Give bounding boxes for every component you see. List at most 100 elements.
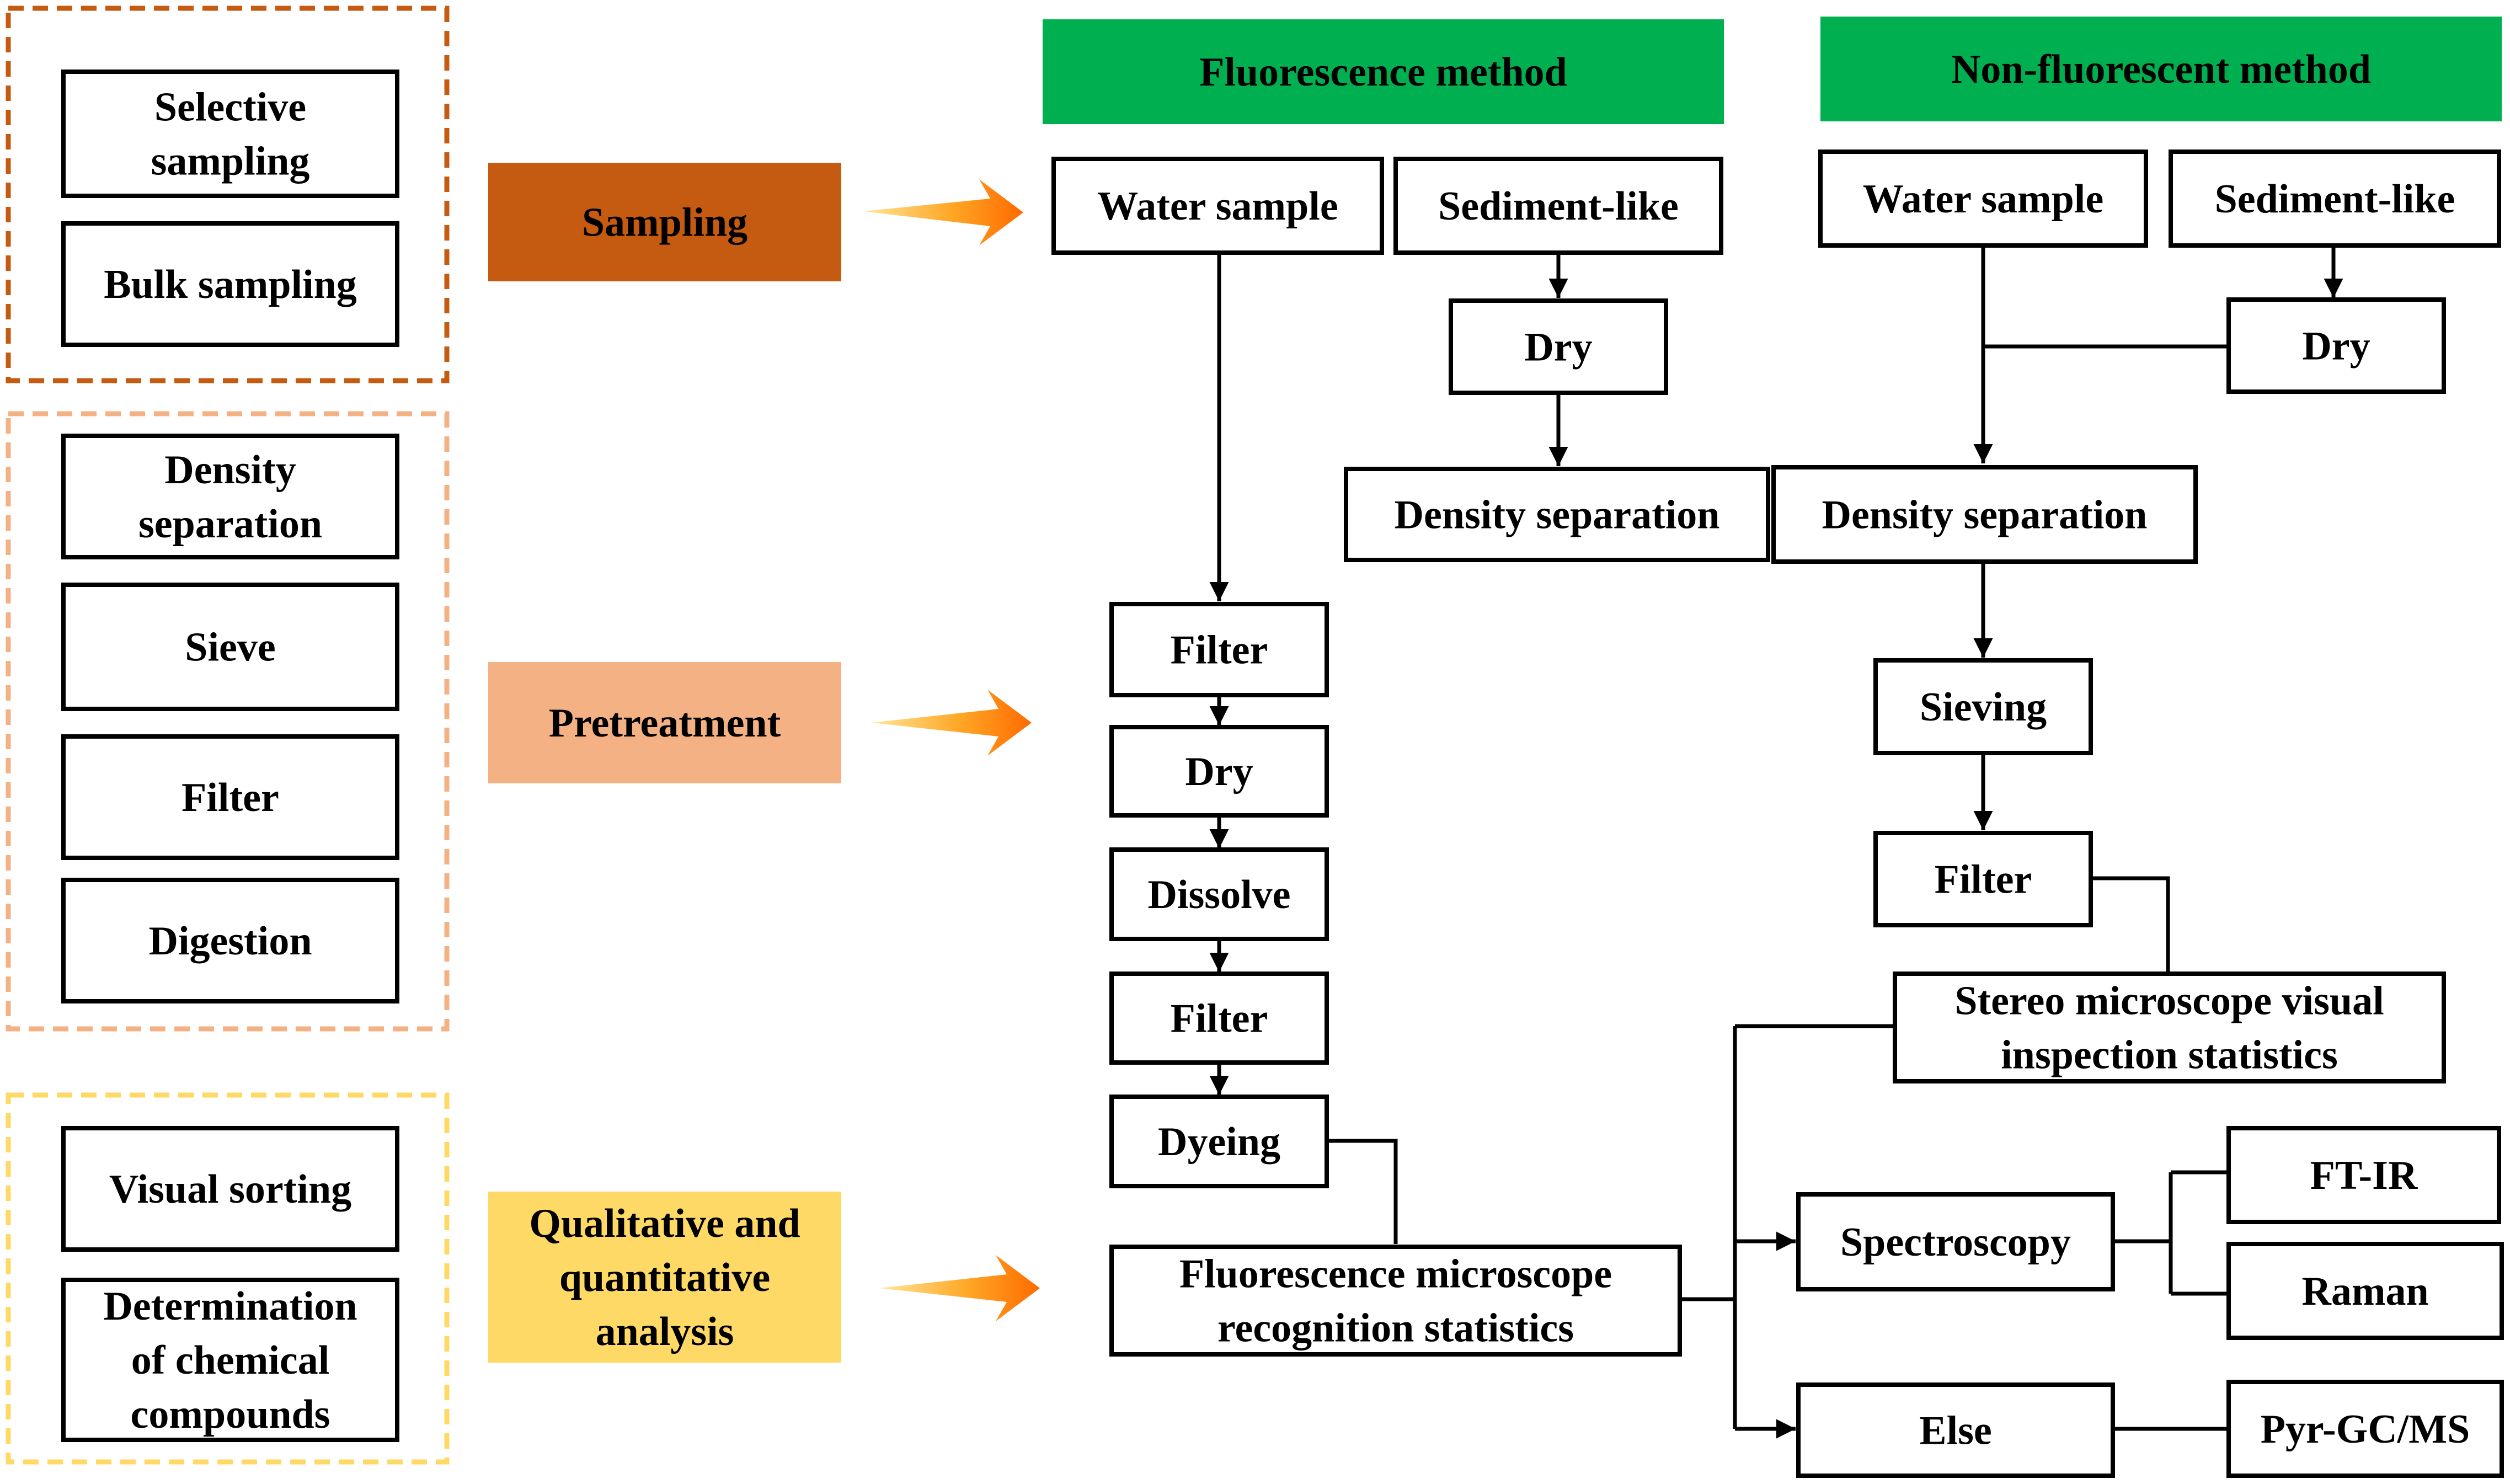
nf-sediment-like-box: Sediment-like [2169,150,2501,248]
ftir-box-frame [2226,1126,2501,1224]
fl-sediment-like-box: Sediment-like [1393,157,1723,255]
bulk-sampling-box-label: Bulk sampling [104,262,357,307]
nf-dry-box: Dry [2226,297,2446,394]
nf-water-sample-box-label: Water sample [1863,177,2103,222]
nf-density-separation-box-label: Density separation [1822,493,2148,538]
fl-dry-box-2: Dry [1109,725,1329,818]
fluorescence-method-header-frame [1043,19,1724,124]
analysis-group-frame [6,1092,450,1465]
pyr-gcms-box-frame [2226,1380,2504,1478]
nf-dry-box-label: Dry [2302,324,2370,369]
fl-water-sample-box: Water sample [1051,157,1384,255]
non-fluorescent-method-header-frame [1820,17,2502,121]
else-box-label: Else [1919,1408,1992,1454]
fl-filter-box-2-label: Filter [1171,996,1268,1042]
nf-filter-box-frame [1873,831,2093,927]
connector [2091,876,2170,974]
spectroscopy-box-label: Spectroscopy [1840,1220,2071,1265]
fl-dissolve-box-frame [1109,847,1329,941]
sieve-option-box-label: Sieve [185,625,275,670]
fl-dry-box-label: Dry [1524,325,1592,370]
digestion-option-box: Digestion [61,878,399,1003]
digestion-option-box-frame [61,878,399,1003]
else-box-frame [1796,1382,2115,1478]
fl-density-separation-box-frame [1344,467,1770,562]
fl-dissolve-box-label: Dissolve [1148,872,1291,917]
stereo-microscope-box-frame [1893,971,2446,1083]
nf-sediment-like-box-frame [2169,150,2501,248]
fl-filter-box-1-label: Filter [1171,628,1268,673]
visual-sorting-box: Visual sorting [61,1126,399,1252]
pyr-gcms-box: Pyr-GC/MS [2226,1380,2504,1478]
visual-sorting-box-frame [61,1126,399,1252]
fl-dry-box-2-label: Dry [1185,749,1253,794]
fl-filter-box-1-frame [1109,602,1329,697]
fl-density-separation-box: Density separation [1344,467,1770,562]
non-fluorescent-method-header: Non-fluorescent method [1820,17,2502,121]
fl-filter-box-2: Filter [1109,971,1329,1065]
fl-filter-box-1: Filter [1109,602,1329,697]
ftir-box-label: FT-IR [2310,1153,2418,1198]
fl-dry-box-2-frame [1109,725,1329,818]
visual-sorting-box-label: Visual sorting [109,1167,351,1212]
filter-option-box-frame [61,734,399,860]
fl-dissolve-box: Dissolve [1109,847,1329,941]
chemical-determination-box-frame [61,1278,399,1442]
raman-box-frame [2226,1242,2504,1340]
sieve-option-box: Sieve [61,583,399,711]
pretreatment-stage-arrow [872,690,1032,756]
raman-box: Raman [2226,1242,2504,1340]
nf-filter-box: Filter [1873,831,2093,927]
sampling-stage-label-label: Sampling [582,200,747,245]
fluorescence-method-header-label: Fluorescence method [1199,50,1567,95]
pretreatment-stage-label-label: Pretreatment [549,701,781,746]
nf-sieving-box: Sieving [1873,658,2093,755]
fluorescence-method-header: Fluorescence method [1043,19,1724,124]
fl-dry-box-frame [1449,298,1668,395]
fl-sediment-like-box-label: Sediment-like [1438,184,1679,229]
else-box: Else [1796,1382,2115,1478]
fluorescence-microscope-box-frame [1109,1245,1682,1357]
nf-sediment-like-box-label: Sediment-like [2215,177,2455,222]
nf-water-sample-box: Water sample [1818,150,2148,248]
filter-option-box-label: Filter [181,775,279,820]
fl-dyeing-box: Dyeing [1109,1095,1329,1188]
nf-sieving-box-label: Sieving [1920,685,2047,730]
sampling-group-frame [6,6,450,383]
bulk-sampling-box: Bulk sampling [61,221,399,347]
nf-density-separation-box-frame [1771,465,2198,564]
pretreatment-group-frame [6,411,450,1032]
filter-option-box: Filter [61,734,399,860]
nf-dry-box-frame [2226,297,2446,394]
nf-sieving-box-frame [1873,658,2093,755]
sampling-stage-label-frame [488,163,841,281]
bulk-sampling-box-frame [61,221,399,347]
sampling-stage-arrow [863,179,1023,245]
spectroscopy-box-frame [1796,1192,2115,1291]
fl-water-sample-box-label: Water sample [1097,184,1338,229]
raman-box-label: Raman [2301,1269,2428,1314]
fl-water-sample-box-frame [1051,157,1384,255]
fl-dyeing-box-label: Dyeing [1158,1119,1280,1165]
analysis-stage-arrow [880,1255,1040,1321]
pretreatment-stage-label-frame [488,662,841,783]
nf-filter-box-label: Filter [1935,857,2032,903]
pretreatment-stage-label: Pretreatment [488,662,841,783]
density-separation-option-box-frame [61,434,399,559]
sampling-stage-label: Sampling [488,163,841,281]
fl-filter-box-2-frame [1109,971,1329,1065]
